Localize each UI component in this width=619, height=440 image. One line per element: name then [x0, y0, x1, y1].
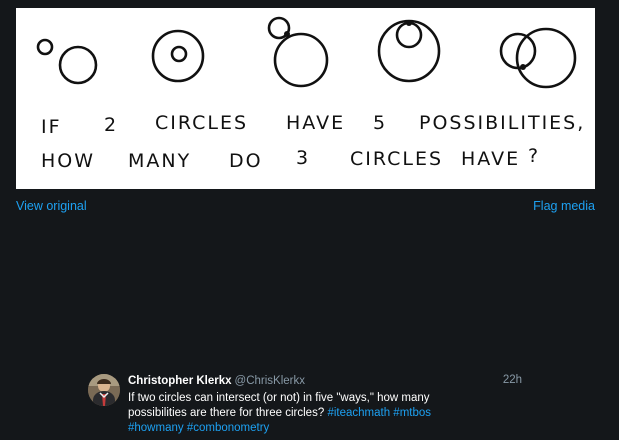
large-circle-apart [58, 45, 98, 85]
view-original-link[interactable]: View original [16, 199, 87, 213]
tweet-header: Christopher Klerkx@ChrisKlerkx [128, 374, 528, 388]
caption-word: DO [229, 150, 263, 172]
caption-word: 3 [296, 147, 310, 169]
person-photo-icon [88, 374, 120, 406]
tweet-text-plain: If two circles can intersect (or not) in… [128, 392, 430, 419]
large-circle-touching-inside [377, 19, 441, 83]
tweet-body: Christopher Klerkx@ChrisKlerkx 22h If tw… [128, 374, 528, 436]
tweet-text: If two circles can intersect (or not) in… [128, 391, 458, 436]
hashtag-link[interactable]: #combonometry [186, 422, 270, 434]
tweet-media-image[interactable]: IF 2 CIRCLES HAVE 5 POSSIBILITIES, HOW M… [16, 8, 595, 189]
caption-word: 5 [373, 112, 387, 134]
caption-word: HOW [41, 150, 95, 172]
caption-word: HAVE [286, 112, 345, 134]
caption-word: CIRCLES [350, 148, 443, 170]
large-circle-intersecting [515, 27, 577, 89]
inner-circle-nested [170, 45, 188, 63]
flag-media-link[interactable]: Flag media [533, 199, 595, 213]
caption-word: ? [528, 145, 540, 167]
author-name[interactable]: Christopher Klerkx [128, 375, 232, 387]
author-handle[interactable]: @ChrisKlerkx [234, 375, 305, 387]
caption-word: HAVE [461, 148, 520, 170]
hashtag-link[interactable]: #iteachmath [327, 407, 391, 419]
small-circle-touching-outside [267, 16, 291, 40]
outer-circle-nested [151, 29, 205, 83]
hashtag-link[interactable]: #howmany [128, 422, 184, 434]
caption-word: POSSIBILITIES, [419, 112, 585, 134]
large-circle-touching-outside [273, 32, 329, 88]
caption-word: 2 [104, 114, 118, 136]
avatar[interactable] [88, 374, 120, 406]
caption-word: IF [41, 116, 62, 138]
small-circle-touching-inside [395, 21, 423, 49]
caption-word: MANY [128, 150, 191, 172]
tweet-timestamp[interactable]: 22h [502, 374, 522, 386]
caption-word: CIRCLES [155, 112, 248, 134]
hand-drawn-circles-illustration: IF 2 CIRCLES HAVE 5 POSSIBILITIES, HOW M… [36, 16, 585, 172]
small-circle-apart [36, 38, 54, 56]
hashtag-link[interactable]: #mtbos [393, 407, 432, 419]
